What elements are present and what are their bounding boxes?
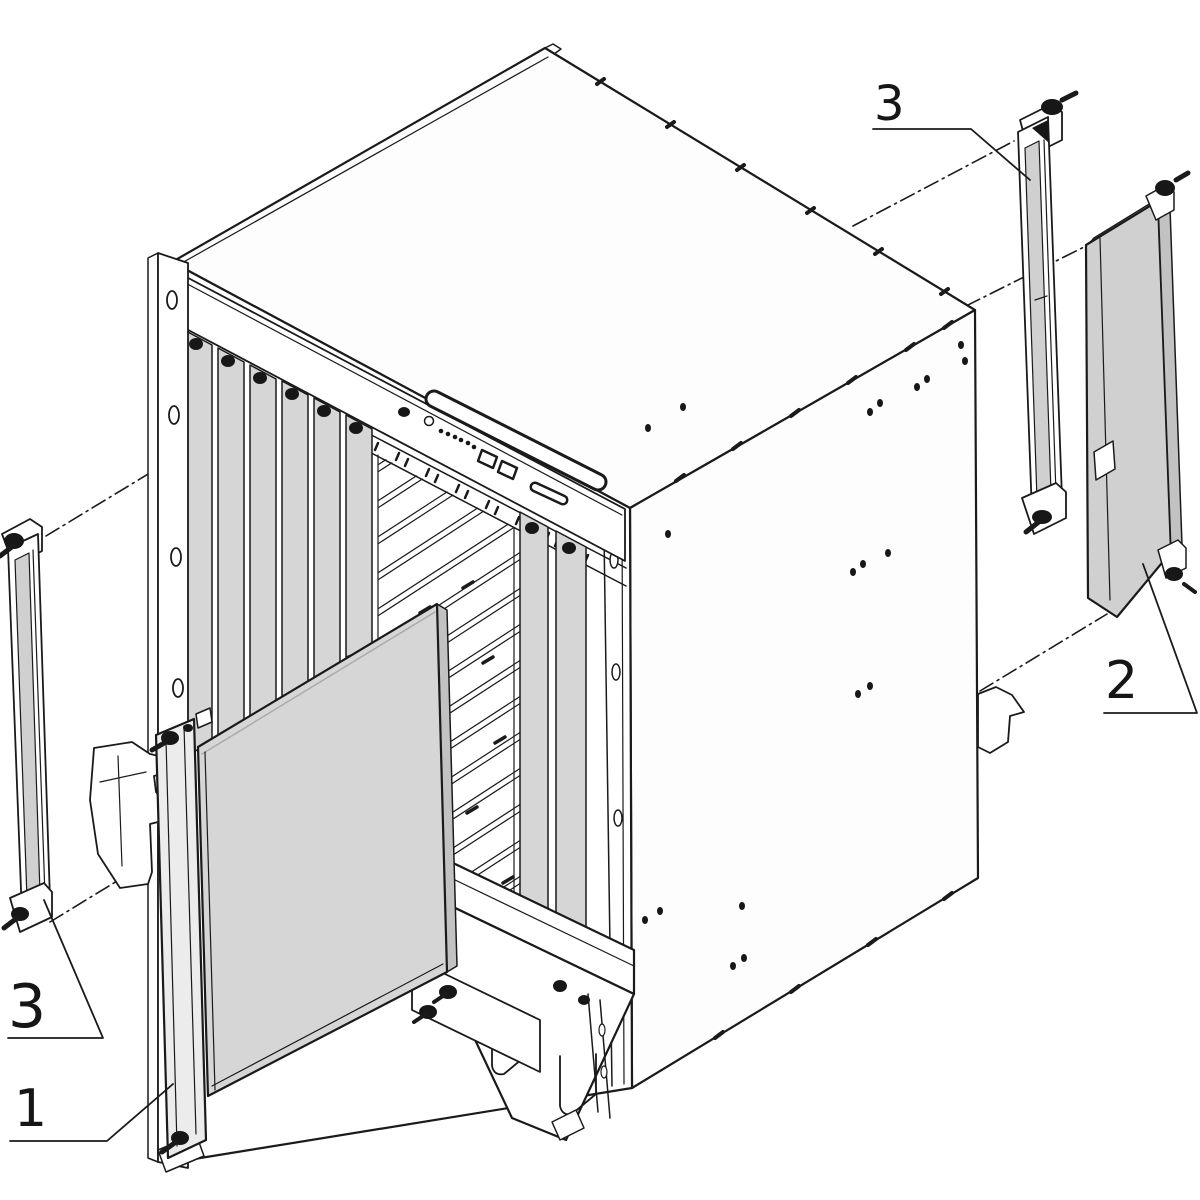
led-row [438, 428, 477, 450]
switch-block [496, 459, 519, 481]
callout-3-top-right: 3 [872, 76, 1031, 181]
callout-2: 2 [1103, 563, 1198, 714]
callout-label: 3 [8, 972, 46, 1042]
callout-3-bottom-left: 3 [7, 899, 104, 1042]
side-face-holes [642, 341, 968, 970]
guide-rail-right-part3 [1017, 90, 1079, 535]
side-edge-rivets [674, 320, 954, 1040]
side-hook-bracket [977, 686, 1025, 754]
top-edge-rivets [595, 77, 950, 296]
callout-label: 3 [874, 76, 905, 132]
switch-block [476, 448, 499, 470]
front-panel-part1 [149, 602, 458, 1160]
guide-rail-left-part3 [0, 518, 53, 933]
led-indicator [423, 415, 435, 427]
callout-label: 2 [1105, 651, 1138, 711]
front-panel-face [196, 602, 449, 1098]
blanking-panels [185, 330, 373, 755]
callout-label: 1 [14, 1079, 47, 1139]
front-top-band [174, 270, 626, 562]
callout-1: 1 [9, 1079, 174, 1142]
side-cover-panel-part2 [1084, 170, 1197, 619]
bottom-baffle-assembly [411, 848, 636, 1142]
